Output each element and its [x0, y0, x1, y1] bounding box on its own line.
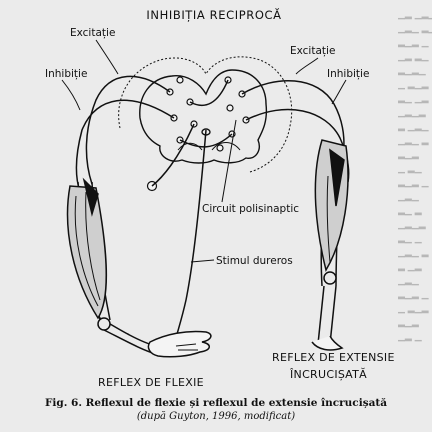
- right-limb-extension: [311, 139, 349, 351]
- label-incrucisata: ÎNCRUCIȘATĂ: [289, 368, 367, 381]
- page-bleed-through: ▁▂ ▁▂▁ ▂▁▁▂▁ ▂▁▂▁▂ ▁▁▂ ▂▁▂▁▂▁▁ ▂▁▂▂▁ ▁▂▁…: [398, 10, 432, 342]
- label-excitatie-right: Excitație: [290, 45, 335, 57]
- label-reflex-extensie: REFLEX DE EXTENSIE: [272, 351, 395, 364]
- caption-main: Fig. 6. Reflexul de flexie și reflexul d…: [44, 397, 388, 409]
- figure-caption: Fig. 6. Reflexul de flexie și reflexul d…: [0, 396, 432, 424]
- label-inhibitie-right: Inhibiție: [327, 68, 369, 80]
- label-inhibitie-left: Inhibiție: [45, 68, 87, 80]
- left-limb-flexion: [66, 177, 212, 358]
- spinal-cord: [118, 56, 293, 173]
- label-reflex-flexie: REFLEX DE FLEXIE: [98, 376, 204, 389]
- diagram-title: INHIBIȚIA RECIPROCĂ: [146, 7, 281, 22]
- caption-source: (după Guyton, 1996, modificat): [136, 411, 296, 422]
- nerve-fibers: [61, 39, 350, 339]
- label-excitatie-left: Excitație: [70, 27, 115, 39]
- label-stimul-dureros: Stimul dureros: [216, 255, 293, 267]
- label-circuit-polisinaptic: Circuit polisinaptic: [202, 203, 299, 215]
